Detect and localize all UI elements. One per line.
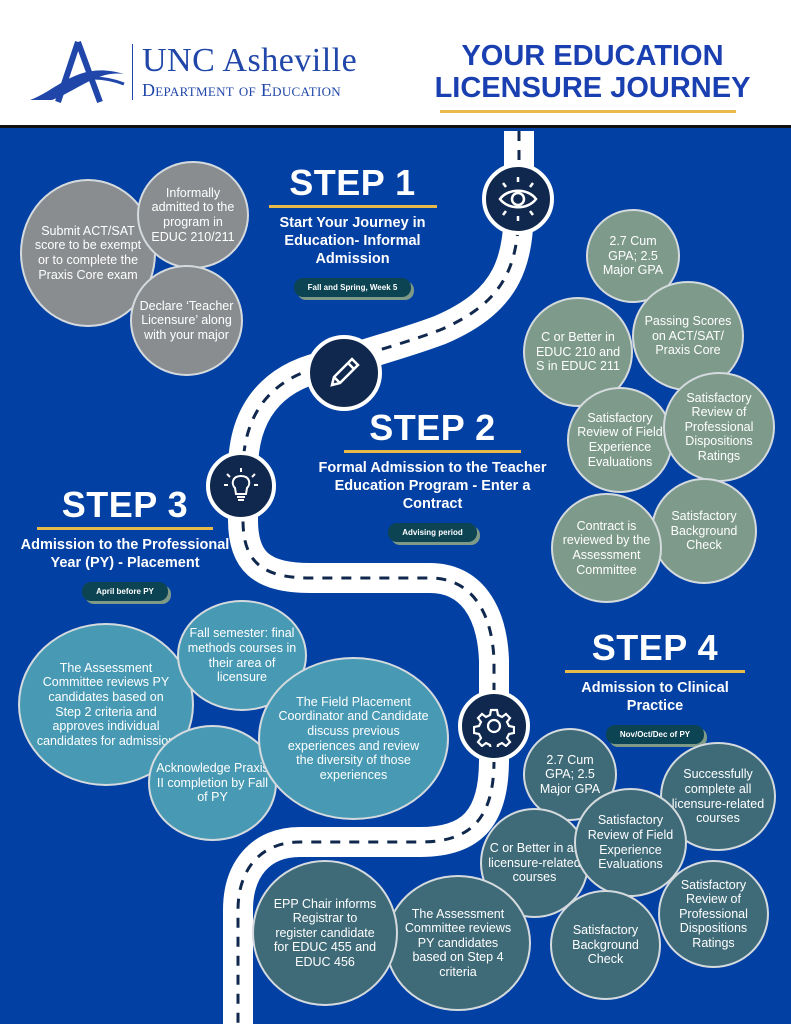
step-4-item: Satisfactory Review of Field Experience … xyxy=(574,788,687,897)
step3-icon-circle xyxy=(206,451,276,521)
step-2-item: Contract is reviewed by the Assessment C… xyxy=(551,493,662,603)
step-3-header: STEP 3 Admission to the Professional Yea… xyxy=(20,485,230,601)
pencil-icon xyxy=(330,357,360,387)
step-1-label: STEP 1 xyxy=(289,162,416,203)
step-2-item: Satisfactory Review of Professional Disp… xyxy=(663,372,775,482)
step2-icon-circle xyxy=(306,335,382,411)
gear-icon xyxy=(473,708,515,747)
title-line-2: LICENSURE JOURNEY xyxy=(434,72,751,104)
step-3-timing-badge: April before PY xyxy=(82,582,168,601)
step-1-item: Submit ACT/SAT score to be exempt or to … xyxy=(20,179,156,327)
step-1-title: Start Your Journey in Education- Informa… xyxy=(279,215,426,267)
unc-asheville-logo-icon xyxy=(30,40,125,104)
step-2-header: STEP 2 Formal Admission to the Teacher E… xyxy=(305,408,560,542)
title-underline xyxy=(440,110,736,113)
logo-department: Department of Education xyxy=(142,80,341,100)
step-2-item: Satisfactory Review of Field Experience … xyxy=(567,387,673,493)
step-3-label: STEP 3 xyxy=(61,484,189,525)
page-title: YOUR EDUCATION LICENSURE JOURNEY xyxy=(415,40,770,104)
step-4-item: The Assessment Committee reviews PY cand… xyxy=(385,875,531,1011)
step-4-label: STEP 4 xyxy=(591,627,719,668)
logo-name: UNC Asheville xyxy=(142,42,358,79)
step-4-item: Satisfactory Review of Professional Disp… xyxy=(658,860,769,968)
logo-divider xyxy=(132,44,133,100)
step-2-label: STEP 2 xyxy=(369,407,496,448)
step-3-title: Admission to the Professional Year (PY) … xyxy=(20,537,230,571)
step-4-timing-badge: Nov/Oct/Dec of PY xyxy=(605,725,705,744)
step-3-item: The Assessment Committee reviews PY cand… xyxy=(18,623,194,786)
step-2-rule xyxy=(344,450,521,453)
step-2-item: Satisfactory Background Check xyxy=(651,478,757,584)
title-line-1: YOUR EDUCATION xyxy=(461,40,724,72)
step-1-header: STEP 1 Start Your Journey in Education- … xyxy=(255,163,450,297)
step-4-title: Admission to Clinical Practice xyxy=(581,680,729,714)
step-3-item: Acknowledge Praxis II completion by Fall… xyxy=(148,725,277,841)
step-3-item: Fall semester: final methods courses in … xyxy=(177,600,307,711)
step-1-item: Declare ‘Teacher Licensure’ along with y… xyxy=(130,265,243,376)
step1-icon-circle xyxy=(482,163,554,235)
step-1-item: Informally admitted to the program in ED… xyxy=(137,161,249,269)
step-1-timing-badge: Fall and Spring, Week 5 xyxy=(293,278,412,297)
step-3-item: The Field Placement Coordinator and Cand… xyxy=(258,657,449,820)
step-2-timing-badge: Advising period xyxy=(388,523,477,542)
step4-icon-circle xyxy=(458,690,530,762)
step-4-item: 2.7 Cum GPA; 2.5 Major GPA xyxy=(523,728,617,821)
step-1-rule xyxy=(268,205,437,208)
lightbulb-icon xyxy=(224,468,258,501)
header: UNC Asheville Department of Education YO… xyxy=(0,0,791,128)
eye-icon xyxy=(498,177,538,221)
step-4-item: EPP Chair informs Registrar to register … xyxy=(252,860,398,1006)
step-4-rule xyxy=(565,670,745,673)
step-4-item: Satisfactory Background Check xyxy=(550,890,661,1000)
step-2-title: Formal Admission to the Teacher Educatio… xyxy=(318,460,547,512)
step-3-rule xyxy=(37,527,213,530)
step-4-header: STEP 4 Admission to Clinical Practice No… xyxy=(555,628,755,744)
step-2-item: C or Better in EDUC 210 and S in EDUC 21… xyxy=(523,297,633,407)
